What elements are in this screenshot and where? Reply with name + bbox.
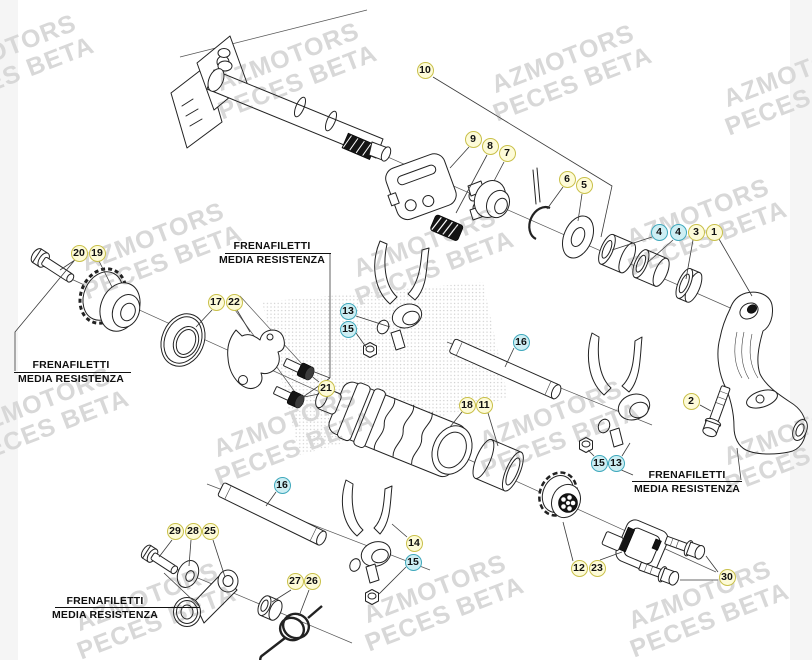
part-drum-sleeve <box>472 438 524 492</box>
part-nut-15c <box>365 589 379 605</box>
part-bolt-21a <box>283 358 315 381</box>
callout-27: 27 <box>286 572 304 590</box>
part-oil-seal-17 <box>160 313 206 367</box>
part-torsion-spring-26 <box>259 605 323 660</box>
callout-19: 19 <box>88 244 106 262</box>
callout-22: 22 <box>225 293 243 311</box>
part-nut-15b <box>579 437 593 453</box>
callout-9: 9 <box>464 130 482 148</box>
part-nut-15a <box>363 342 377 358</box>
callout-15: 15 <box>404 553 422 571</box>
threadlocker-note-rule <box>225 253 331 255</box>
callout-16: 16 <box>273 476 291 494</box>
callout-21: 21 <box>317 379 335 397</box>
callout-10: 10 <box>416 61 434 79</box>
halftone-shade-region <box>262 282 508 455</box>
part-bolt-30b <box>638 562 680 586</box>
callout-16: 16 <box>512 333 530 351</box>
callout-13: 13 <box>339 302 357 320</box>
part-index-star <box>538 471 581 519</box>
part-bolt-29 <box>140 544 179 575</box>
threadlocker-note-line1: FRENAFILETTI <box>32 359 110 371</box>
part-link-arm-25 <box>173 569 239 627</box>
part-quadrant-plate <box>385 153 457 221</box>
part-shift-fork-a <box>374 240 430 351</box>
threadlocker-note-line1: FRENAFILETTI <box>233 240 311 252</box>
page-margin-right <box>790 0 812 660</box>
callout-25: 25 <box>201 522 219 540</box>
callout-30: 30 <box>718 568 736 586</box>
callout-3: 3 <box>687 223 705 241</box>
callout-12: 12 <box>570 559 588 577</box>
callout-29: 29 <box>166 522 184 540</box>
part-shift-fork-c <box>341 479 393 584</box>
part-fork-rail-16a <box>449 338 562 400</box>
part-needle-bearing-2 <box>632 249 670 287</box>
callout-23: 23 <box>588 559 606 577</box>
callout-4: 4 <box>669 223 687 241</box>
callout-1: 1 <box>705 223 723 241</box>
part-lever-bolt <box>702 385 731 438</box>
part-return-spring <box>430 214 464 241</box>
part-bolt-20 <box>30 248 75 283</box>
callout-6: 6 <box>558 170 576 188</box>
callout-15: 15 <box>590 454 608 472</box>
part-bolt-30a <box>664 536 706 560</box>
callout-26: 26 <box>303 572 321 590</box>
part-washer <box>562 215 594 259</box>
callout-leader-lines <box>59 76 753 617</box>
part-shift-fork-b <box>587 332 651 448</box>
page-margin-left <box>0 0 18 660</box>
part-gear-sensor <box>601 519 669 573</box>
part-shift-shaft-assembly <box>170 35 392 162</box>
part-washer-28 <box>176 560 200 588</box>
threadlocker-note-rule <box>632 481 742 483</box>
callout-2: 2 <box>682 392 700 410</box>
threadlocker-note-rule <box>14 372 131 374</box>
part-selector-lever <box>717 291 808 455</box>
callout-18: 18 <box>458 396 476 414</box>
part-pawl-hub <box>467 180 511 221</box>
threadlocker-note-line2: MEDIA RESISTENZA <box>51 609 159 621</box>
callout-7: 7 <box>498 144 516 162</box>
threadlocker-note-line2: MEDIA RESISTENZA <box>17 373 125 385</box>
callout-8: 8 <box>481 137 499 155</box>
part-ratchet-hub-19 <box>78 267 141 332</box>
callout-11: 11 <box>475 396 493 414</box>
part-guide-plate-22 <box>227 329 285 390</box>
threadlocker-note-line1: FRENAFILETTI <box>648 469 726 481</box>
callout-28: 28 <box>184 522 202 540</box>
part-fork-rail-16b <box>217 482 327 546</box>
callout-4: 4 <box>650 223 668 241</box>
part-needle-bearing-1 <box>598 233 637 274</box>
part-roller-27 <box>257 595 283 621</box>
callout-20: 20 <box>70 244 88 262</box>
callout-14: 14 <box>405 534 423 552</box>
callout-5: 5 <box>575 176 593 194</box>
part-hairpin-clip <box>528 167 551 240</box>
part-seal-ring <box>675 268 703 303</box>
threadlocker-note-line2: MEDIA RESISTENZA <box>218 254 326 266</box>
callout-13: 13 <box>607 454 625 472</box>
threadlocker-note-line1: FRENAFILETTI <box>66 595 144 607</box>
threadlocker-note-line2: MEDIA RESISTENZA <box>633 483 741 495</box>
callout-17: 17 <box>207 293 225 311</box>
part-bolt-21b <box>273 386 305 409</box>
callout-15: 15 <box>339 320 357 338</box>
threadlocker-note-rule <box>55 607 200 609</box>
